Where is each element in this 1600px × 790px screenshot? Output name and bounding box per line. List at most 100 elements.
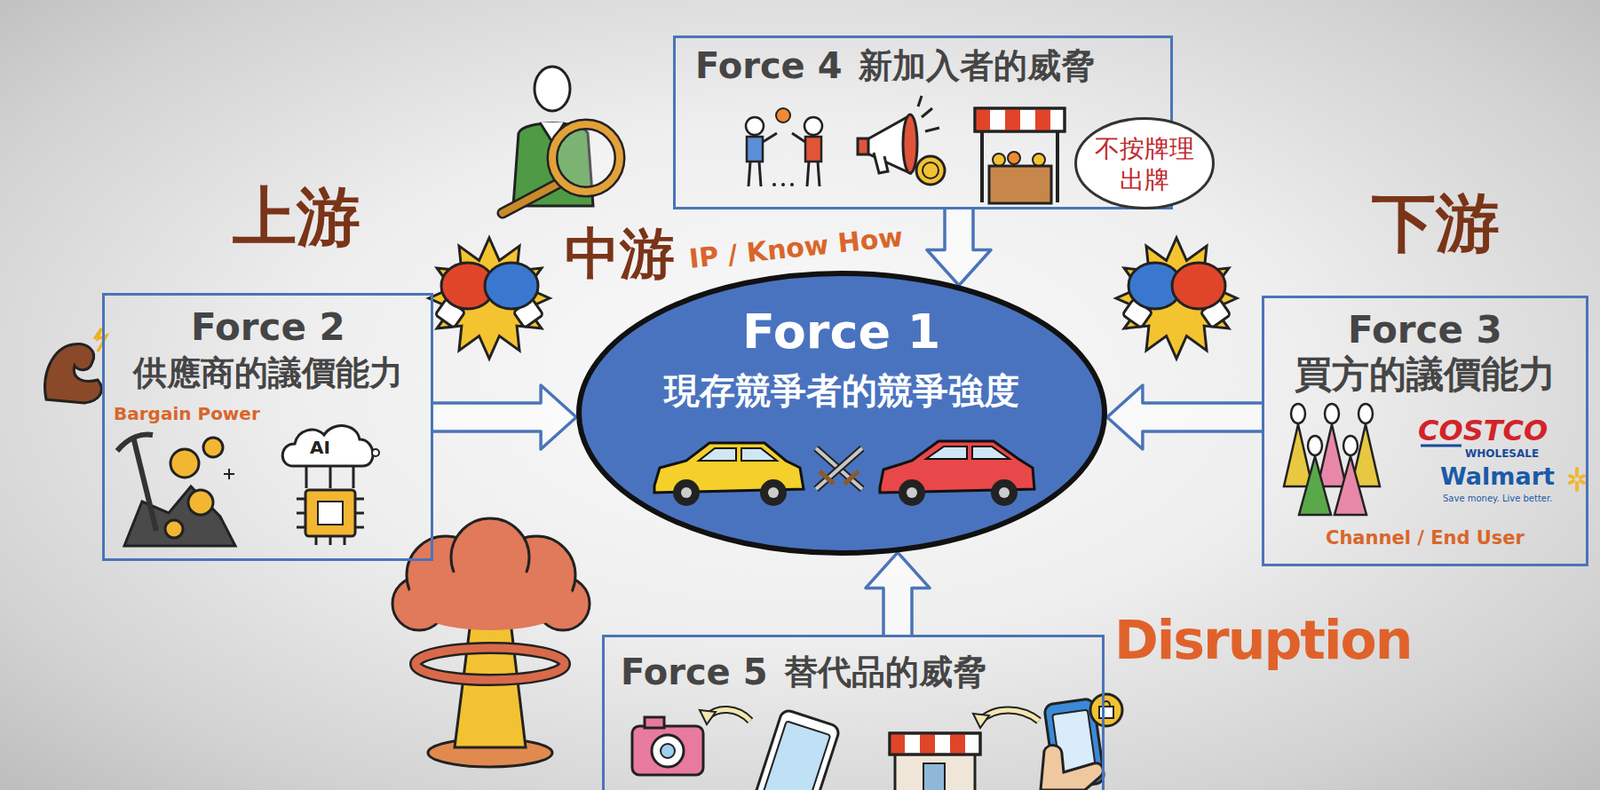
- brand-logo: COSTCO: [1417, 415, 1548, 447]
- force-box: Force 5替代品的威脅: [601, 634, 1105, 790]
- market-stall-icon: [974, 108, 991, 132]
- buyers-icon: [1324, 403, 1339, 424]
- node-text: Channel / End User: [1325, 527, 1525, 549]
- mushroom-cloud: [392, 518, 590, 768]
- mining-icon: [124, 486, 236, 547]
- ellipse-outline: [578, 273, 1105, 554]
- mining-icon: [117, 435, 236, 547]
- market-stall-icon: [974, 108, 1065, 204]
- buyers-icon: [1343, 435, 1358, 456]
- camera-icon: [632, 709, 751, 776]
- market-stall-icon: [974, 108, 1065, 132]
- megaphone-icon: [857, 95, 945, 185]
- mining-icon: [117, 435, 153, 452]
- swords: [815, 448, 863, 490]
- node-text: 買方的議價能力: [1294, 353, 1556, 397]
- mining-icon: [203, 437, 223, 458]
- node-heading: Force 4: [695, 45, 843, 87]
- disruption-label: Disruption: [1114, 610, 1412, 670]
- node-heading: Force 5: [620, 651, 769, 693]
- competitor-entry-icon: [776, 108, 791, 123]
- stream-label: 上游: [232, 182, 361, 253]
- node-heading: Force 3: [1347, 308, 1503, 352]
- boxing-gloves: [1172, 262, 1226, 309]
- analyst-icon: [552, 124, 620, 192]
- red-car: [879, 441, 1035, 507]
- red-car: [972, 446, 1010, 460]
- store-icon: [919, 733, 935, 755]
- swords: [815, 448, 863, 490]
- block-arrow: [865, 552, 930, 635]
- node-text: Bargain Power: [113, 403, 261, 425]
- walmart-spark: [1575, 468, 1579, 476]
- boxing-gloves: [428, 237, 550, 359]
- camera-icon: [632, 726, 704, 776]
- stream-label: 下游: [1371, 188, 1500, 259]
- camera-icon: [651, 735, 684, 768]
- core-ellipse: Force 1現存競爭者的競爭強度: [576, 270, 1108, 556]
- market-stall-icon: [989, 166, 1052, 204]
- megaphone-icon: [916, 156, 945, 185]
- ai-chip-icon: [282, 426, 373, 467]
- competitor-entry-icon: [792, 133, 820, 187]
- node-heading: 不按牌理出牌: [1093, 133, 1197, 196]
- megaphone-icon: [902, 114, 918, 174]
- mobile-shopping-icon: [1099, 706, 1114, 719]
- store-icon: [950, 733, 966, 755]
- yellow-car: [741, 448, 777, 461]
- swords: [815, 448, 863, 490]
- muscle-icon: [45, 328, 107, 404]
- yellow-car: [673, 479, 700, 507]
- mushroom-cloud: [454, 541, 526, 613]
- buyers-icon: [1317, 424, 1347, 487]
- ai-chip-icon: [317, 501, 343, 525]
- mobile-shopping-icon: [1040, 745, 1103, 790]
- boxing-gloves: [1116, 237, 1237, 359]
- market-stall-icon: [1007, 151, 1021, 165]
- competitor-entry-icon: [745, 117, 764, 135]
- block-arrow: [926, 209, 991, 286]
- swords: [819, 471, 834, 484]
- yellow-car: [768, 487, 779, 499]
- brand-logo: Walmart: [1440, 463, 1555, 491]
- ai-chip-icon: [305, 490, 356, 537]
- red-car: [926, 446, 967, 460]
- camera-icon: [644, 717, 665, 729]
- smartphone-icon: [760, 720, 831, 790]
- analyst-icon: [502, 182, 562, 214]
- yellow-car: [654, 443, 804, 507]
- brand-tagline: Save money. Live better.: [1442, 493, 1553, 504]
- market-stall-icon: [974, 108, 1065, 132]
- swords: [815, 448, 863, 490]
- boxing-gloves: [428, 237, 550, 359]
- store-icon: [973, 713, 990, 729]
- walmart-spark: [1569, 468, 1585, 491]
- camera-icon: [699, 710, 716, 725]
- market-stall-icon: [1055, 131, 1060, 203]
- walmart-spark: [1580, 481, 1585, 484]
- store-icon: [889, 733, 905, 755]
- stream-label: 中游: [564, 223, 675, 285]
- boxing-gloves: [484, 262, 539, 309]
- buyers-icon: [1358, 403, 1373, 424]
- yellow-car: [698, 448, 737, 461]
- mushroom-cloud: [415, 648, 565, 681]
- store-icon: [889, 733, 981, 755]
- red-car: [906, 487, 918, 499]
- yellow-car: [760, 479, 787, 507]
- node-heading: Force 1: [742, 304, 941, 360]
- market-stall-icon: [1032, 153, 1046, 167]
- competitor-entry-icon: [772, 182, 777, 187]
- node-heading: Force 2: [190, 306, 346, 349]
- node-text: 供應商的議價能力: [133, 354, 404, 394]
- mining-icon: [223, 468, 235, 480]
- force-box: Force 2 供應商的議價能力 Bargain Power: [102, 293, 434, 562]
- walmart-spark: [1580, 475, 1585, 478]
- megaphone-icon: [918, 95, 940, 132]
- red-car: [998, 487, 1010, 499]
- mining-icon: [165, 520, 183, 539]
- red-car: [898, 479, 926, 507]
- walmart-spark: [1575, 483, 1579, 491]
- buyers-icon: [1334, 456, 1367, 515]
